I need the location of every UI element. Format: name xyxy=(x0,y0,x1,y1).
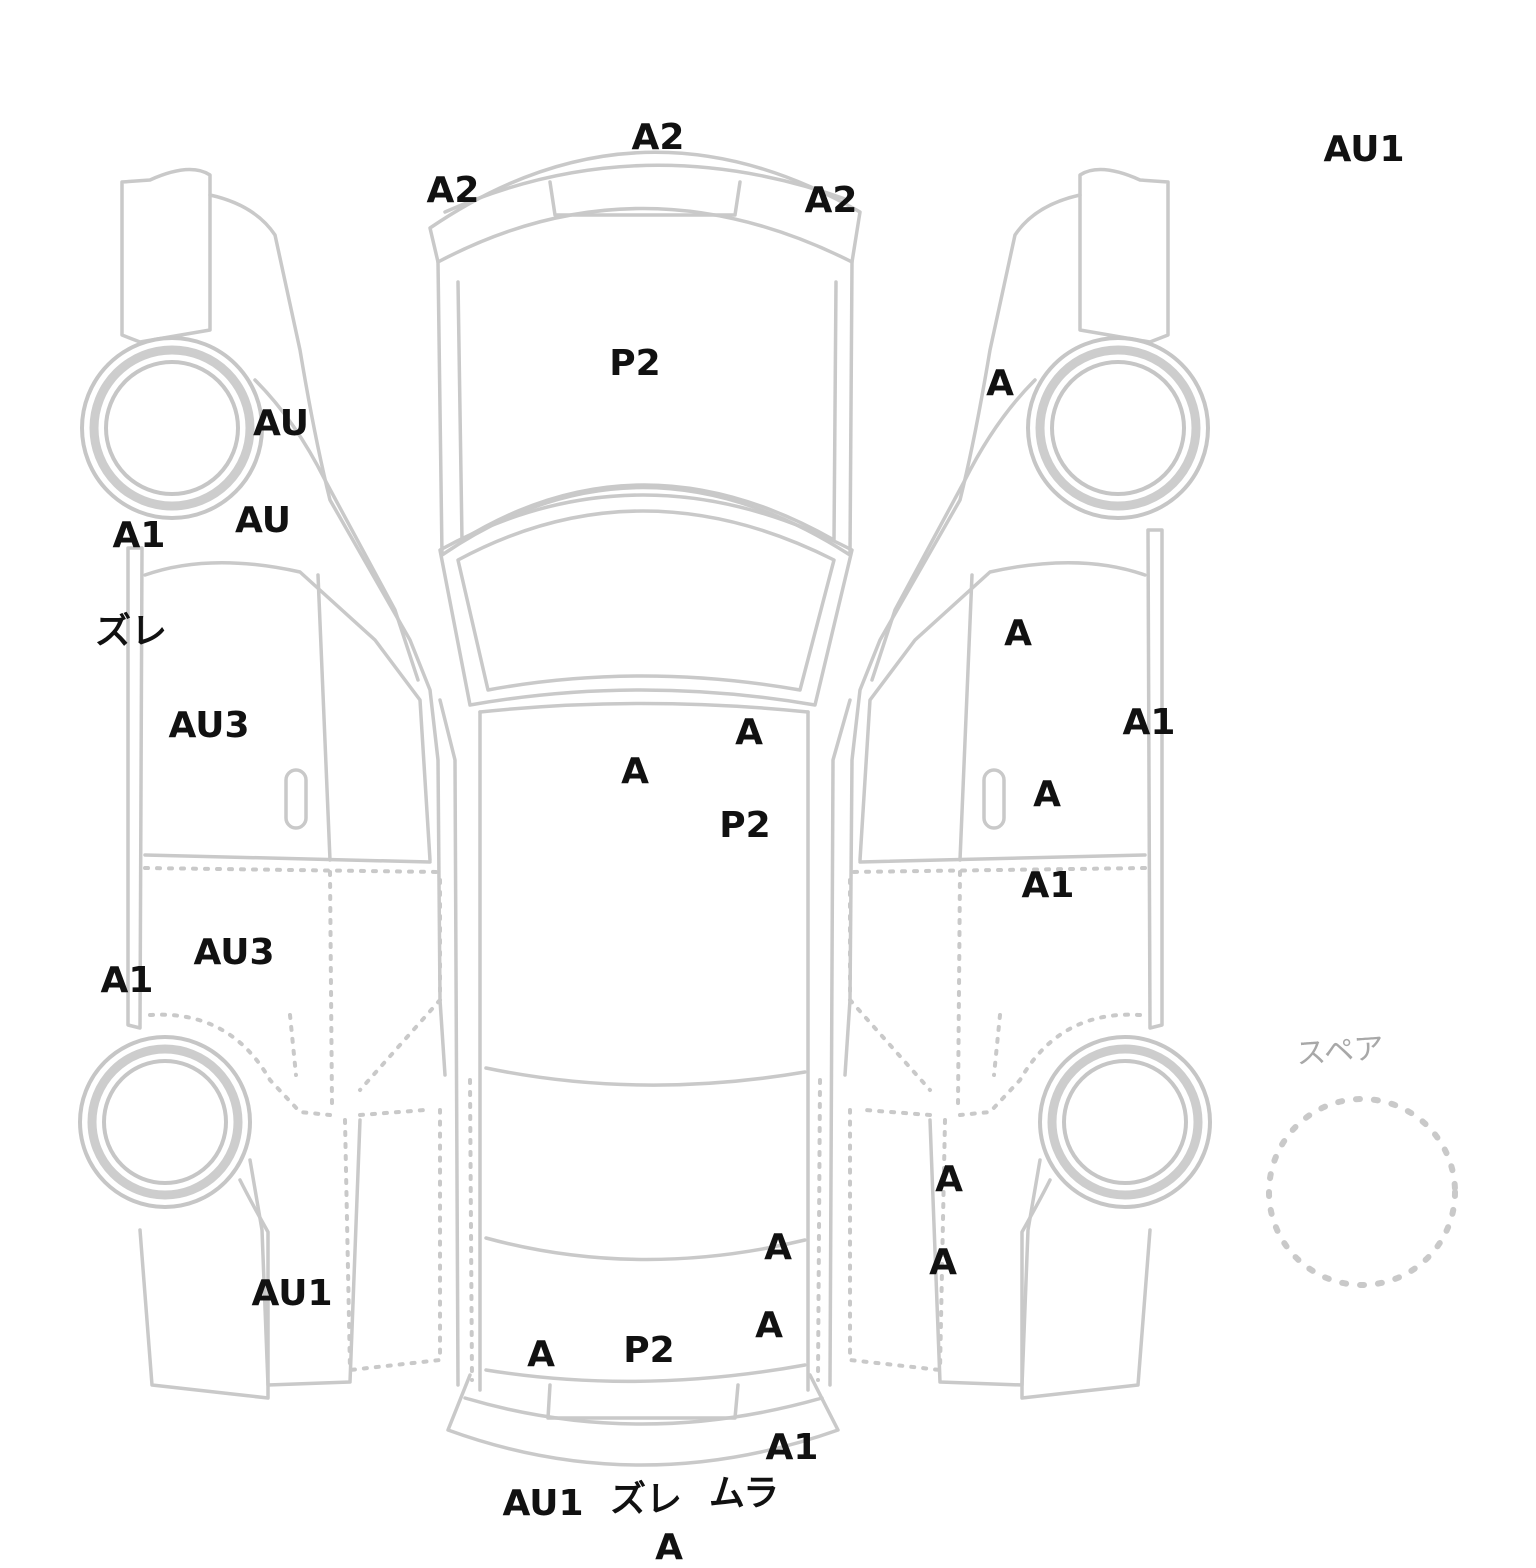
mark-right-front-door-1: A xyxy=(1004,613,1032,654)
mark-right-rear-door: A1 xyxy=(1021,865,1075,906)
mark-right-pillar: A1 xyxy=(1122,702,1176,743)
mark-left-pillar-shift: ズレ xyxy=(94,611,168,652)
mark-trunk-1: A xyxy=(764,1227,792,1268)
mark-right-quarter-2: A xyxy=(929,1242,957,1283)
mark-rear-bumper-uneven: ムラ xyxy=(708,1473,780,1514)
mark-left-front-door: AU3 xyxy=(168,705,250,746)
spare-tire-label: スペア xyxy=(1294,1030,1386,1073)
car-top-view xyxy=(428,150,862,1467)
mark-right-front-door-2: A xyxy=(1033,774,1061,815)
mark-roof-2: A xyxy=(621,751,649,792)
mark-left-pillar: A1 xyxy=(112,515,166,556)
mark-trunk-center: P2 xyxy=(623,1330,675,1371)
mark-right-front-fender: A xyxy=(986,363,1014,404)
mark-roof-3: P2 xyxy=(719,805,771,846)
mark-right-quarter-1: A xyxy=(935,1159,963,1200)
mark-rear-bumper-au: AU1 xyxy=(502,1483,584,1524)
mark-rear-bumper-bottom: A xyxy=(655,1527,683,1568)
mark-front-left: A2 xyxy=(426,170,480,211)
mark-left-front-fender-lower: AU xyxy=(235,500,291,541)
mark-trunk-2: A xyxy=(755,1305,783,1346)
mark-front-center: A2 xyxy=(631,117,685,158)
mark-roof-1: A xyxy=(735,712,763,753)
mark-left-quarter: AU1 xyxy=(251,1273,333,1314)
car-left-side-view xyxy=(78,167,447,1400)
mark-rear-bumper-right: A1 xyxy=(765,1427,819,1468)
mark-rear-bumper-shift: ズレ xyxy=(609,1479,683,1520)
mark-front-right: A2 xyxy=(804,180,858,221)
mark-trunk-left: A xyxy=(527,1334,555,1375)
car-right-side-view xyxy=(843,167,1212,1400)
mark-top-corner: AU1 xyxy=(1323,129,1405,170)
mark-hood: P2 xyxy=(609,343,661,384)
mark-left-front-fender-upper: AU xyxy=(253,403,309,444)
spare-tire-circle xyxy=(1266,1096,1458,1288)
mark-left-rear-door: AU3 xyxy=(193,932,275,973)
mark-left-sill: A1 xyxy=(100,960,154,1001)
